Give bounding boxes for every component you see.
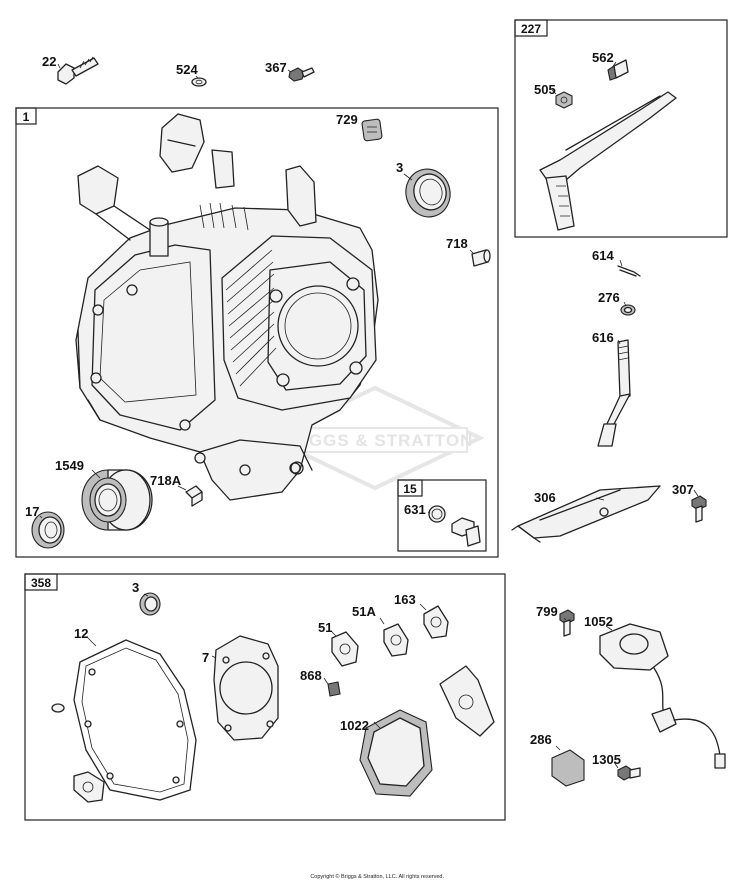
part-51-intake-gasket[interactable] — [331, 631, 359, 667]
part-22-bolt[interactable] — [57, 56, 99, 85]
label-616: 616 — [592, 330, 614, 345]
label-306: 306 — [534, 490, 556, 505]
part-51A-intake-gasket[interactable] — [383, 623, 409, 657]
label-51: 51 — [318, 620, 332, 635]
label-524: 524 — [176, 62, 198, 77]
part-1549-ball-bearing[interactable] — [81, 469, 153, 531]
part-1052-ignition-sensor[interactable] — [599, 623, 726, 769]
part-367-screw[interactable] — [288, 67, 315, 82]
part-3-oil-seal-gasket-set[interactable] — [139, 592, 161, 616]
label-729: 729 — [336, 112, 358, 127]
part-799-screw[interactable] — [559, 609, 575, 637]
label-718A: 718A — [150, 473, 182, 488]
watermark-text: BRIGGS & STRATTON — [277, 431, 474, 450]
label-307: 307 — [672, 482, 694, 497]
label-505: 505 — [534, 82, 556, 97]
label-631: 631 — [404, 502, 426, 517]
label-562: 562 — [592, 50, 614, 65]
part-7-head-gasket[interactable] — [213, 635, 279, 741]
part-1305-screw[interactable] — [617, 765, 641, 781]
part-gasket-small-oval[interactable] — [51, 703, 65, 713]
label-1022: 1022 — [340, 718, 369, 733]
brand-watermark: BRIGGS & STRATTON — [265, 385, 485, 491]
label-276: 276 — [598, 290, 620, 305]
part-562-bolt[interactable] — [607, 59, 629, 81]
part-307-screw[interactable] — [691, 495, 707, 523]
group-box-1[interactable]: 1 — [15, 107, 499, 558]
part-505-nut[interactable] — [555, 91, 573, 109]
part-163-carburetor-gasket[interactable] — [423, 605, 449, 639]
part-276-washer[interactable] — [620, 304, 636, 316]
group-box-15[interactable]: 15 — [397, 479, 487, 552]
part-15-drain-plug[interactable] — [451, 517, 481, 547]
part-616-governor-shaft[interactable] — [597, 339, 631, 447]
part-729-plug[interactable] — [361, 118, 383, 142]
group-label-227: 227 — [521, 22, 541, 36]
part-1-crankcase-block[interactable] — [75, 113, 379, 501]
label-3-gasket-set: 3 — [132, 580, 139, 595]
label-17: 17 — [25, 504, 39, 519]
part-3-oil-seal[interactable] — [401, 164, 456, 222]
part-718-dowel-pin[interactable] — [471, 249, 491, 267]
part-286-spacer[interactable] — [551, 749, 585, 787]
part-868-valve-seal[interactable] — [327, 681, 341, 697]
part-631-o-ring[interactable] — [428, 505, 446, 523]
label-3-top: 3 — [396, 160, 403, 175]
part-306-baffle[interactable] — [511, 485, 661, 543]
part-exhaust-gasket[interactable] — [439, 665, 495, 737]
label-163: 163 — [394, 592, 416, 607]
label-12: 12 — [74, 626, 88, 641]
label-51A: 51A — [352, 604, 376, 619]
label-367: 367 — [265, 60, 287, 75]
label-22: 22 — [42, 54, 56, 69]
label-799: 799 — [536, 604, 558, 619]
part-718A-dowel-pin[interactable] — [185, 485, 203, 507]
label-286: 286 — [530, 732, 552, 747]
part-1022-valve-cover-gasket[interactable] — [359, 709, 433, 797]
part-614-clip[interactable] — [617, 265, 641, 277]
group-box-227[interactable]: 227 — [514, 19, 728, 238]
group-label-1: 1 — [23, 110, 30, 124]
part-227-governor-lever[interactable] — [539, 91, 677, 231]
label-868: 868 — [300, 668, 322, 683]
label-718: 718 — [446, 236, 468, 251]
group-label-358: 358 — [31, 576, 51, 590]
label-7: 7 — [202, 650, 209, 665]
part-12-crankcase-gasket[interactable] — [73, 639, 197, 801]
leader-lines — [39, 61, 699, 769]
part-17-oil-seal[interactable] — [31, 511, 65, 549]
copyright-text: Copyright © Briggs & Stratton, LLC. All … — [310, 873, 444, 880]
group-label-15: 15 — [403, 482, 417, 496]
label-1549: 1549 — [55, 458, 84, 473]
group-box-358[interactable]: 358 — [24, 573, 506, 821]
part-524-washer[interactable] — [191, 77, 207, 87]
label-614: 614 — [592, 248, 614, 263]
label-1052: 1052 — [584, 614, 613, 629]
part-gasket-flange-small[interactable] — [73, 771, 105, 803]
label-1305: 1305 — [592, 752, 621, 767]
